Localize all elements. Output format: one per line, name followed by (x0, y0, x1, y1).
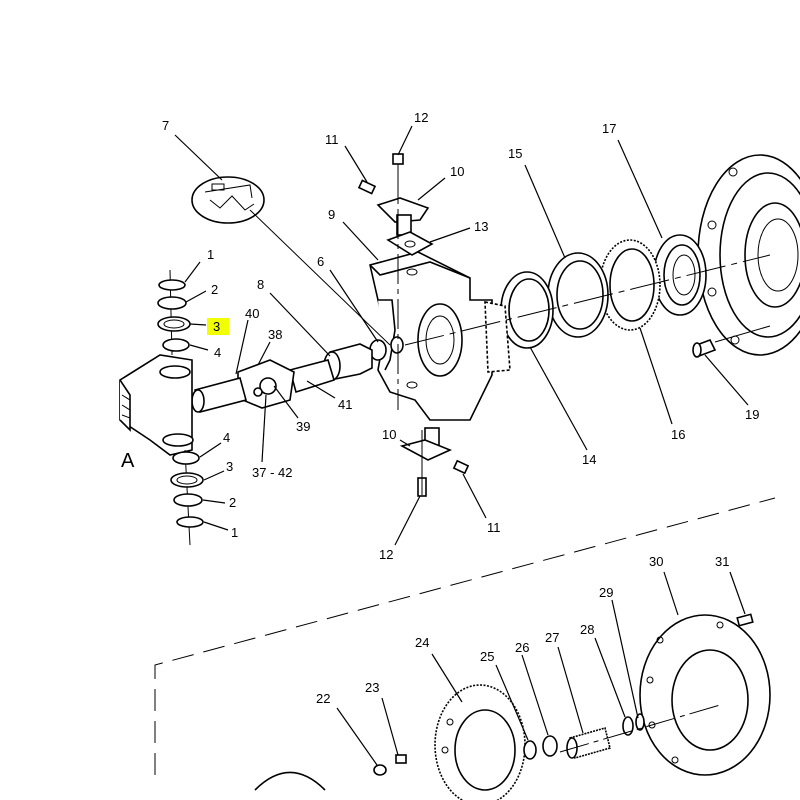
callout-2-top: 2 (211, 282, 218, 297)
callout-highlight (207, 318, 229, 335)
callout-3-bottom: 3 (226, 459, 233, 474)
callout-17: 17 (602, 121, 616, 136)
washers-25-26-28-29 (523, 713, 645, 760)
callout-31: 31 (715, 554, 729, 569)
callout-11-top: 11 (325, 132, 339, 147)
lower-bearing-stack (170, 449, 204, 546)
bolt-part-31 (736, 613, 754, 627)
callout-labels: 7 11 12 10 9 13 6 15 17 1 2 3 4 8 40 38 … (121, 110, 759, 706)
callout-10-bottom: 10 (382, 427, 396, 442)
callout-26: 26 (515, 640, 529, 655)
callout-40: 40 (245, 306, 259, 321)
callout-41: 41 (338, 397, 352, 412)
bearing-part-17 (653, 234, 707, 316)
callout-8: 8 (257, 277, 264, 292)
seal-and-bushing (323, 336, 404, 381)
callout-12-bottom: 12 (379, 547, 393, 562)
ring-part-14 (500, 271, 554, 349)
axle-housing-end (119, 354, 194, 456)
callout-30: 30 (649, 554, 663, 569)
fittings-22-23 (254, 754, 407, 791)
dashed-group-boundary (154, 497, 776, 775)
callout-13: 13 (474, 219, 488, 234)
callout-22: 22 (316, 691, 330, 706)
callout-28: 28 (580, 622, 594, 637)
callout-23: 23 (365, 680, 379, 695)
callout-14: 14 (582, 452, 596, 467)
assembly-axis-lines (249, 164, 771, 495)
cup-part-15 (547, 252, 609, 338)
lower-axis-line (559, 704, 721, 753)
planetary-carrier-part-30 (639, 614, 771, 776)
callout-38: 38 (268, 327, 282, 342)
kingpin-cap-bottom (399, 427, 470, 497)
callout-24: 24 (415, 635, 429, 650)
callout-25: 25 (480, 649, 494, 664)
steering-knuckle-part-9 (369, 251, 511, 421)
callout-10-top: 10 (450, 164, 464, 179)
callout-4-bottom: 4 (223, 430, 230, 445)
ring-gear-part-16 (599, 239, 661, 331)
kingpin-cap-top (357, 153, 434, 256)
callout-6: 6 (317, 254, 324, 269)
callout-27: 27 (545, 630, 559, 645)
callout-37-42: 37 - 42 (252, 465, 292, 480)
hub-flange (697, 154, 800, 356)
callout-16: 16 (671, 427, 685, 442)
upper-bearing-stack (157, 269, 191, 356)
view-label: A (121, 450, 135, 472)
callout-29: 29 (599, 585, 613, 600)
callout-19: 19 (745, 407, 759, 422)
sun-gear-shaft-part-27 (566, 727, 611, 759)
callout-1-bottom: 1 (231, 525, 238, 540)
callout-3-top: 3 (213, 319, 220, 334)
wheel-stud-part-19 (692, 338, 717, 358)
callout-39: 39 (296, 419, 310, 434)
leader-lines (174, 125, 749, 766)
callout-4-top: 4 (214, 345, 221, 360)
callout-15: 15 (508, 146, 522, 161)
callout-7: 7 (162, 118, 169, 133)
callout-12-top: 12 (414, 110, 428, 125)
callout-9: 9 (328, 207, 335, 222)
callout-2-bottom: 2 (229, 495, 236, 510)
universal-joint-assembly (191, 359, 335, 413)
service-tool-icon (191, 176, 265, 224)
callout-11-bottom: 11 (487, 520, 501, 535)
callout-1-top: 1 (207, 247, 214, 262)
